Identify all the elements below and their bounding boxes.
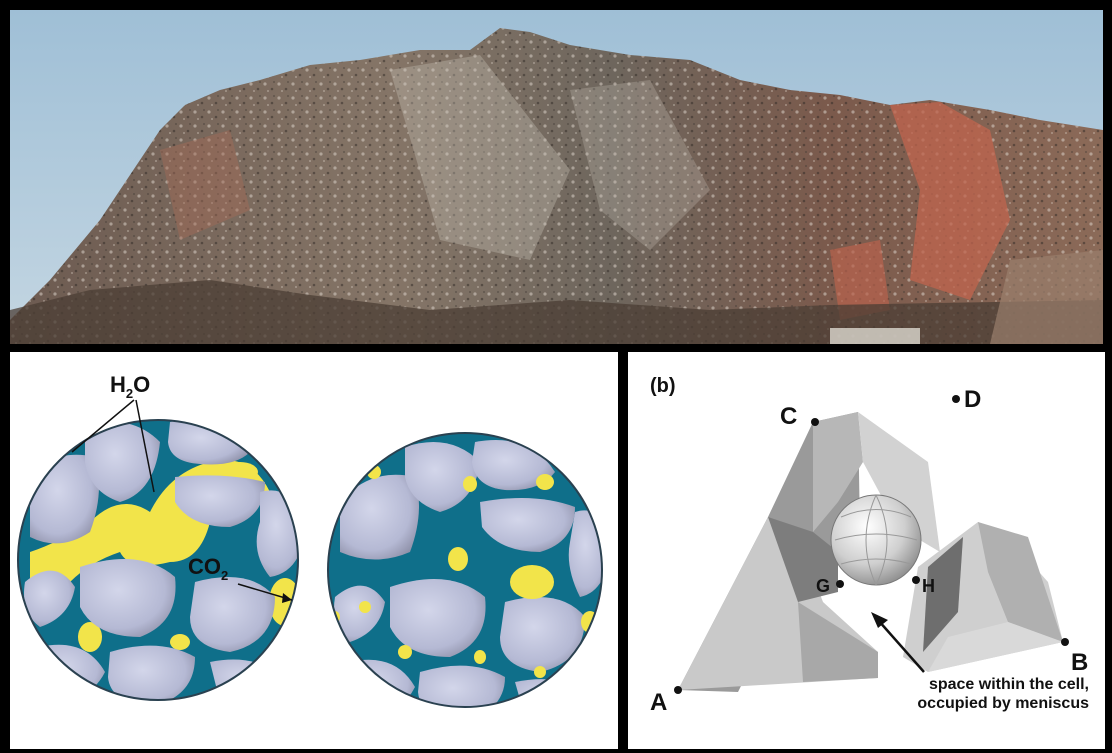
pore-circles-illustration: H2O CO2: [17, 372, 603, 708]
co2-label: CO2: [188, 554, 228, 583]
water-label-sub: 2: [126, 386, 133, 401]
point-d-label: D: [964, 386, 981, 413]
water-label: H2O: [110, 372, 150, 401]
point-a-label: A: [650, 689, 667, 716]
panel-tag: (b): [650, 375, 676, 397]
right-pore-circle: [328, 433, 602, 707]
point-h-label: H: [922, 576, 935, 596]
caption-line-2: occupied by meniscus: [917, 695, 1089, 712]
point-c-label: C: [780, 403, 797, 430]
caption-line-1: space within the cell,: [929, 676, 1089, 693]
point-g-label: G: [816, 576, 830, 596]
mountain-photo: [10, 10, 1103, 344]
mountain-landscape-image: [10, 10, 1103, 344]
water-label-end: O: [133, 372, 150, 397]
point-b-label: B: [1071, 649, 1088, 676]
meniscus-cell-diagram: (b) A B C D G H space within the cell, o…: [628, 352, 1105, 749]
co2-label-sub: 2: [221, 568, 228, 583]
co2-label-main: CO: [188, 554, 221, 579]
water-label-main: H: [110, 372, 126, 397]
cell-geometry-illustration: (b) A B C D G H space within the cell, o…: [650, 375, 1089, 716]
left-pore-circle: [18, 420, 298, 700]
pore-space-diagram: H2O CO2: [10, 352, 618, 749]
